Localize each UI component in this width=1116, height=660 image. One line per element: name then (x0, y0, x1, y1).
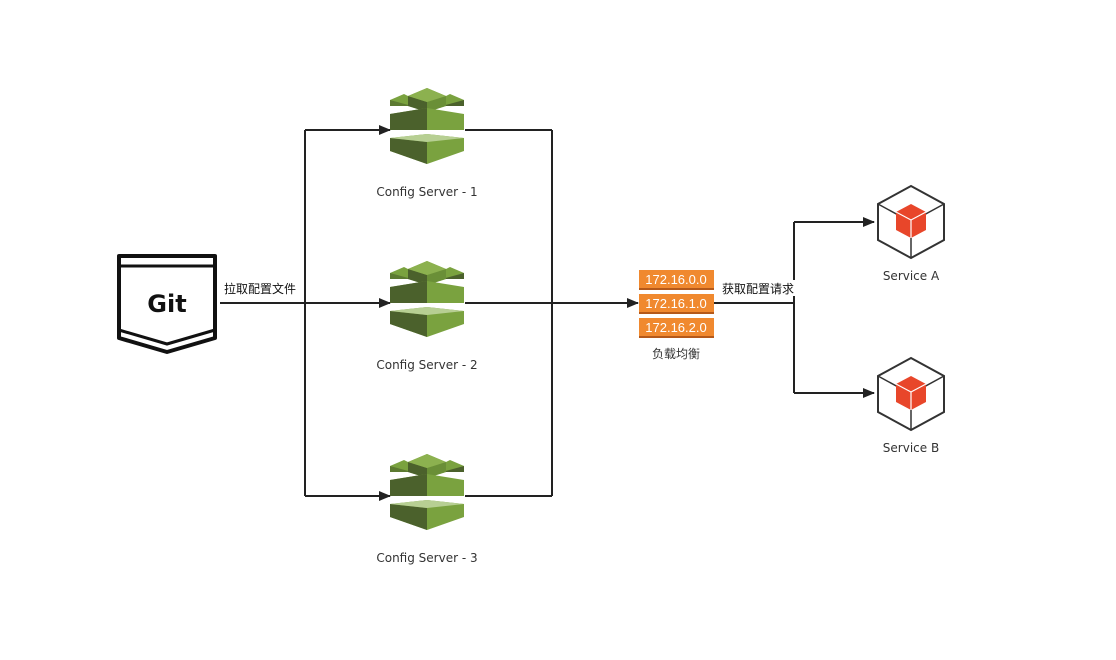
config-server-2[interactable]: Config Server - 2 (376, 261, 478, 372)
ip-box-3: 172.16.2.0 (639, 318, 714, 338)
load-balancer[interactable]: 172.16.0.0 172.16.1.0 172.16.2.0 负载均衡 (639, 270, 714, 361)
service-label: Service B (883, 441, 939, 455)
server-icon (390, 454, 464, 530)
service-b[interactable]: Service B (877, 357, 945, 455)
connectors (220, 125, 875, 501)
service-cube-icon (877, 185, 945, 259)
git-label: Git (147, 290, 186, 318)
git-icon (117, 254, 217, 354)
ip-text: 172.16.2.0 (645, 320, 706, 335)
config-server-label: Config Server - 2 (376, 358, 477, 372)
config-server-1[interactable]: Config Server - 1 (376, 88, 478, 199)
service-cube-icon (877, 357, 945, 431)
ip-box-2: 172.16.1.0 (639, 294, 714, 314)
load-balancer-label: 负载均衡 (652, 347, 700, 361)
edge-label-pull-config: 拉取配置文件 (224, 281, 296, 296)
config-server-3[interactable]: Config Server - 3 (376, 454, 478, 565)
config-server-label: Config Server - 3 (376, 551, 477, 565)
server-icon (390, 88, 464, 164)
config-server-label: Config Server - 1 (376, 185, 477, 199)
service-a[interactable]: Service A (877, 185, 945, 283)
git-node[interactable]: Git (117, 254, 217, 354)
edge-label-fetch-config: 获取配置请求 (722, 282, 794, 296)
service-label: Service A (883, 269, 940, 283)
server-icon (390, 261, 464, 337)
ip-text: 172.16.0.0 (645, 272, 706, 287)
ip-text: 172.16.1.0 (645, 296, 706, 311)
ip-box-1: 172.16.0.0 (639, 270, 714, 290)
